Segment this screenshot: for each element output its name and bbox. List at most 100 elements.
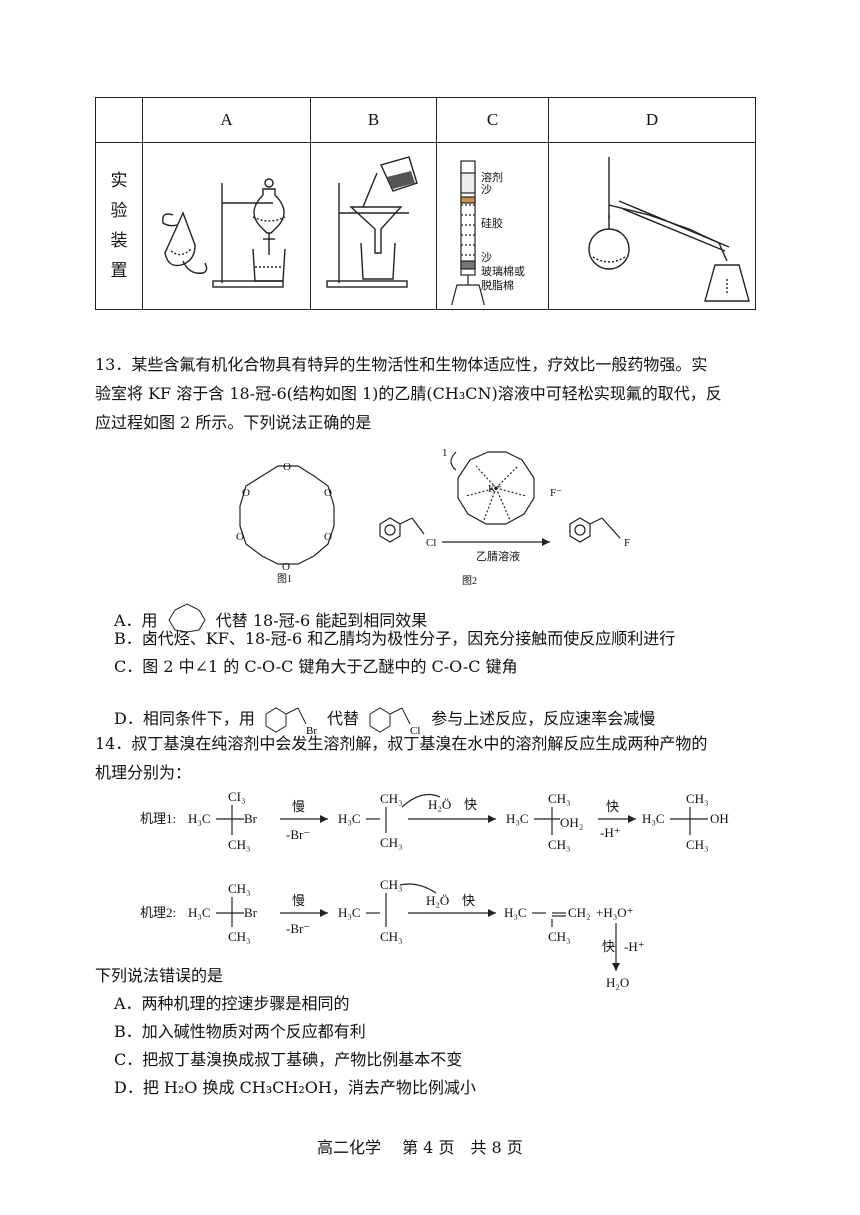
label-sand-top: 沙 [481,183,492,196]
ch3-label: CH₃ [686,791,709,806]
minus-h-label: -H⁺ [600,825,621,840]
label-sand-bottom: 沙 [481,251,492,264]
fast-label: 快 [602,939,615,954]
row-label-char: 装 [110,231,128,251]
distillation-diagram [588,157,750,302]
h3c-label: H₃C [504,905,527,920]
o-atom: O [324,531,332,543]
table-corner [95,97,143,143]
q13-option-b: B．卤代烃、KF、18-冠-6 和乙腈均为极性分子，因充分接触而使反应顺利进行 [114,629,676,648]
ch3-label: CH₃ [380,877,403,892]
q14-question: 下列说法错误的是 [95,966,224,985]
label-glass-wool: 玻璃棉或 [481,264,525,278]
benzyl-chloride-icon: Cl [369,707,421,737]
cl-label: Cl [426,537,436,549]
h3c-label: H₃C [506,811,529,826]
page-footer: 高二化学 第 4 页 共 8 页 [317,1138,523,1157]
crown-ether-fig1 [239,465,335,565]
benzyl-chloride [379,517,425,543]
q13-option-a: A．用 代替 18-冠-6 能起到相同效果 [114,600,427,634]
apparatus-d [548,142,756,310]
slow-label: 慢 [292,893,305,908]
fast-label: 快 [462,893,475,908]
svg-text:Br: Br [306,725,317,734]
apparatus-a [142,142,311,310]
q13-option-c: C．图 2 中∠1 的 C-O-C 键角大于乙醚中的 C-O-C 键角 [114,657,518,676]
h3o-label: +H₃O⁺ [596,905,634,920]
apparatus-b [310,142,437,310]
h3c-label: H₃C [188,811,211,826]
minus-h-label: -H⁺ [624,939,645,954]
angle-1-label: 1 [442,447,448,459]
fast-label: 快 [606,799,619,814]
f-ion-label: F⁻ [550,487,562,499]
f-product-label: F [624,537,630,549]
svg-text:Cl: Cl [410,725,420,734]
fast-label: 快 [464,797,477,812]
q14-option-c: C．把叔丁基溴换成叔丁基碘，产物比例基本不变 [114,1050,463,1069]
ch3-label: CH₃ [686,837,709,852]
benzyl-bromide-icon: Br [265,707,317,737]
chromatography-column-diagram: 溶剂 沙 硅胶 沙 玻璃棉或 脱脂棉 [448,160,525,316]
benzyl-fluoride [569,517,621,543]
small-crown-ether-icon [168,603,206,633]
label-cotton: 脱脂棉 [481,278,514,292]
water-product-label: H₂O [606,975,629,990]
h3c-label: H₃C [338,905,361,920]
row-label-char: 置 [110,261,128,281]
row-label-char: 实 [110,171,128,191]
ch3-label: CH₃ [548,837,571,852]
mechanism-diagram: 机理1: H₃C CI₃ CH₃ Br 慢 -Br⁻ H₃C CH₃ CH₃ H… [140,789,729,990]
filtration-diagram [326,156,418,288]
label-solvent: 溶剂 [481,170,503,184]
ch3-label: CH₃ [228,881,251,896]
o-atom: O [236,531,244,543]
ch3-label: CI₃ [228,789,246,804]
ch2-label: CH₂ [568,905,591,920]
slow-label: 慢 [292,799,305,814]
q13-figures: O O O O O O 图1 1 K⁺ F⁻ 图2 乙腈溶液 Cl F [236,447,630,587]
row-label: 实 验 装 置 [95,142,143,310]
q14-option-b: B．加入碱性物质对两个反应都有利 [114,1022,366,1041]
o-atom: O [324,487,332,499]
fig1-label: 图1 [277,573,292,585]
q14-line-1: 14．叔丁基溴在纯溶剂中会发生溶剂解，叔丁基溴在水中的溶剂解反应生成两种产物的 [95,734,708,753]
ch3-label: CH₃ [380,835,403,850]
ch3-label: CH₃ [548,791,571,806]
crown-k-complex [450,451,535,525]
header-b: B [310,97,437,143]
reagent-label: 乙腈溶液 [476,549,520,563]
ch3-label: CH₃ [228,929,251,944]
label-silica: 硅胶 [481,216,503,230]
mechanism-2-label: 机理2: [140,905,176,920]
header-d: D [548,97,756,143]
q13-line-1: 13．某些含氟有机化合物具有特异的生物活性和生物体适应性，疗效比一般药物强。实 [95,355,708,374]
separatory-funnel-diagram [162,178,286,288]
o-atom: O [242,487,250,499]
q14-line-2: 机理分别为： [95,763,192,782]
br-label: Br [244,905,258,920]
row-label-char: 验 [110,201,128,221]
o-atom: O [283,461,291,473]
h3c-label: H₃C [188,905,211,920]
q13-line-2: 验室将 KF 溶于含 18-冠-6(结构如图 1)的乙腈(CH₃CN)溶液中可轻… [95,384,722,403]
q13-option-d: D．相同条件下，用 Br 代替 Cl 参与上述反应，反应速率会减慢 [114,704,655,737]
br-label: Br [244,811,258,826]
q14-option-d: D．把 H₂O 换成 CH₃CH₂OH，消去产物比例减小 [114,1078,476,1097]
minus-br-label: -Br⁻ [286,921,310,936]
water-label: H₂Ö [426,893,449,908]
ch3-label: CH₃ [548,929,571,944]
apparatus-c: 溶剂 沙 硅胶 沙 玻璃棉或 脱脂棉 [436,142,549,316]
mechanism-1-label: 机理1: [140,811,176,826]
header-c: C [436,97,549,143]
o-atom: O [282,561,290,573]
k-ion-label: K⁺ [488,483,502,495]
ch3-label: CH₃ [228,837,251,852]
apparatus-table: A B C D 实 验 装 置 [95,97,756,316]
oh-label: OH [710,811,729,826]
header-a: A [142,97,311,143]
q14-option-a: A．两种机理的控速步骤是相同的 [114,994,350,1013]
water-label: H₂Ö [428,797,451,812]
minus-br-label: -Br⁻ [286,827,310,842]
h3c-label: H₃C [338,811,361,826]
